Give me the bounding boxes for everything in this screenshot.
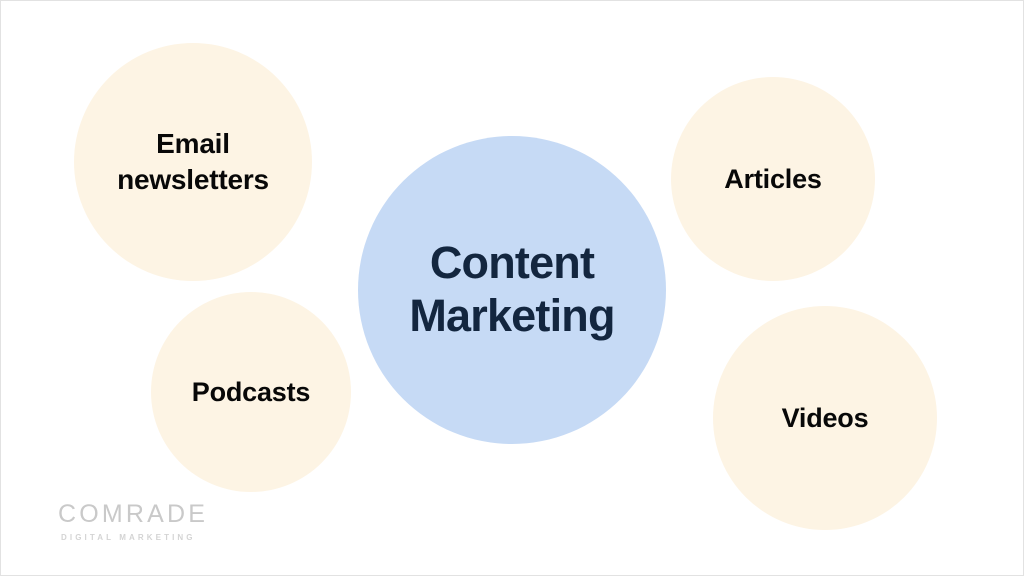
comrade-logo-wordmark: COMRADE	[58, 500, 209, 528]
bubble-label-content-marketing: Content Marketing	[409, 237, 615, 341]
bubble-label-articles: Articles	[724, 163, 822, 194]
bubble-content-marketing-hub[interactable]: Content Marketing	[358, 136, 666, 444]
comrade-logo-tagline: DIGITAL MARKETING	[61, 533, 196, 542]
bubble-label-podcasts: Podcasts	[191, 376, 311, 407]
bubble-videos[interactable]: Videos	[713, 306, 937, 530]
bubble-articles[interactable]: Articles	[671, 77, 875, 281]
bubble-podcasts[interactable]: Podcasts	[151, 292, 351, 492]
bubble-label-videos: Videos	[781, 402, 869, 433]
comrade-logo: COMRADE DIGITAL MARKETING	[58, 502, 208, 542]
bubble-email-newsletters[interactable]: Email newsletters	[74, 43, 312, 281]
bubble-label-email-newsletters: Email newsletters	[117, 128, 269, 195]
